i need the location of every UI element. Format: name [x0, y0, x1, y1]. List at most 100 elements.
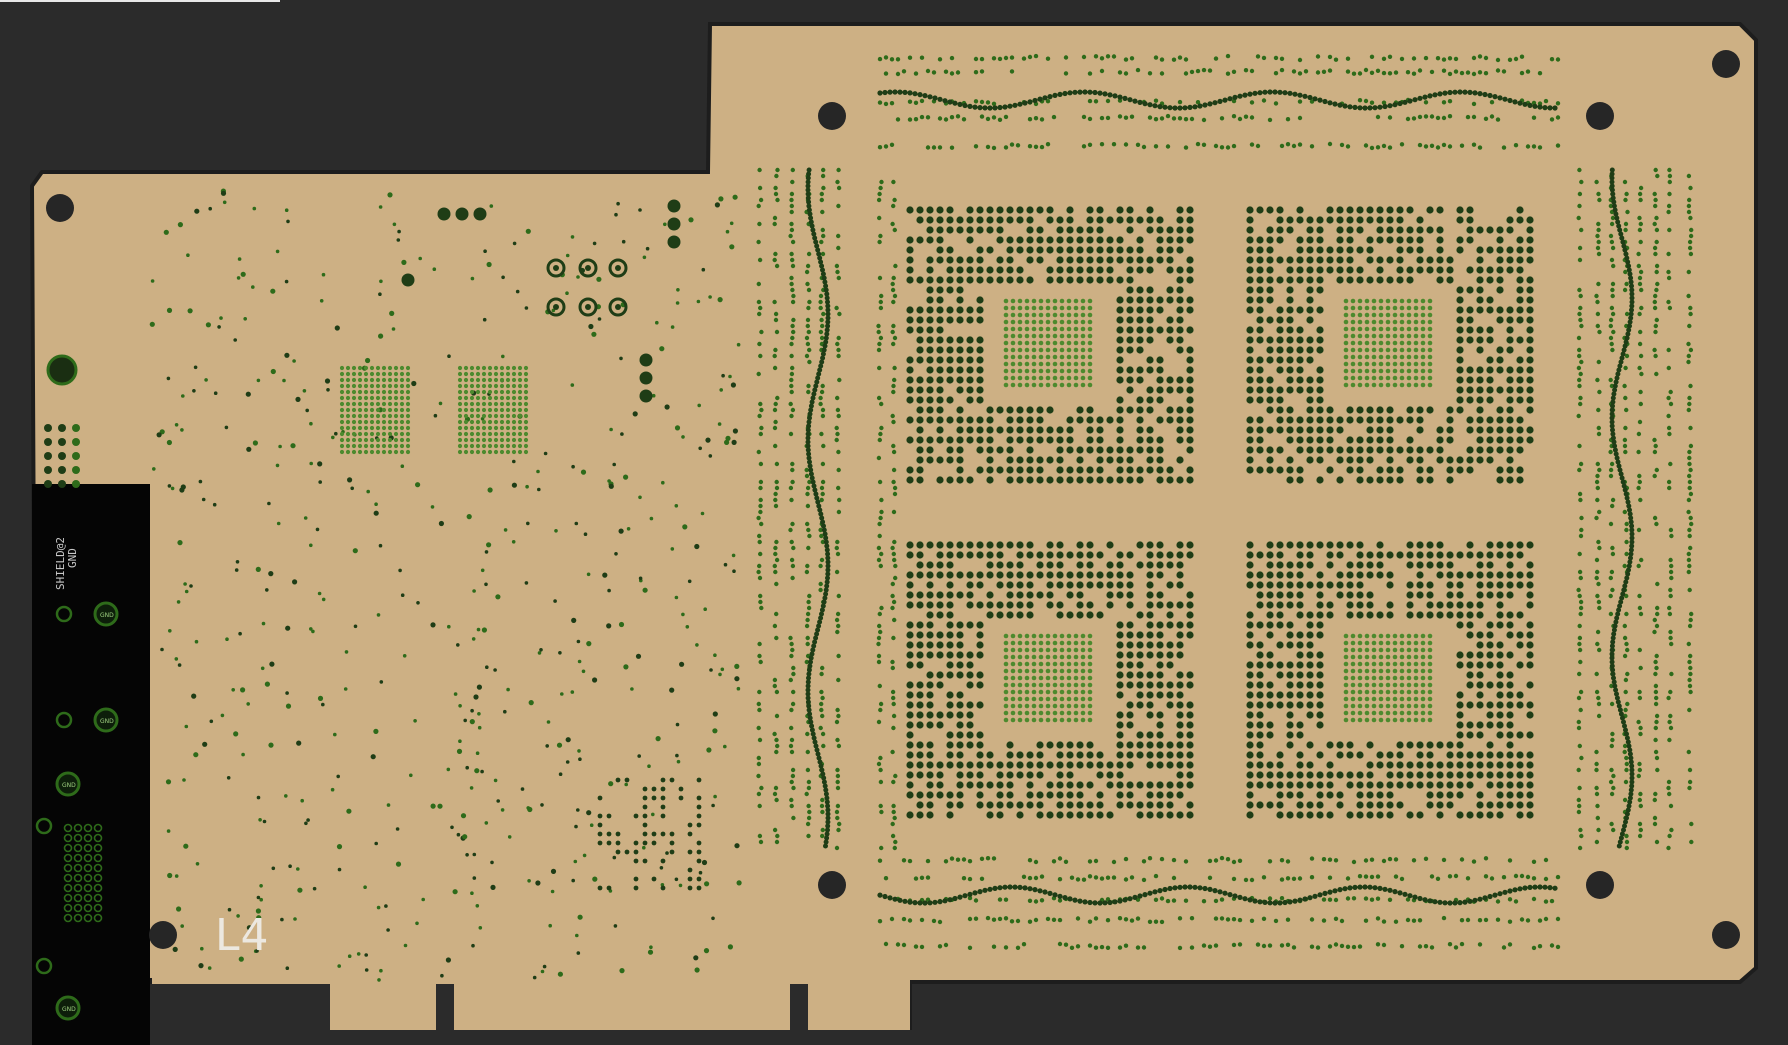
via-icon — [1654, 287, 1659, 293]
via-icon — [1496, 416, 1504, 424]
via-icon — [1387, 71, 1393, 76]
via-icon — [757, 311, 762, 317]
via-icon — [1176, 306, 1184, 314]
via-icon — [1624, 833, 1629, 839]
via-icon — [1136, 811, 1144, 819]
via-icon — [152, 467, 156, 471]
via-icon — [1201, 117, 1207, 123]
via-icon — [996, 761, 1004, 769]
via-icon — [295, 396, 301, 402]
via-icon — [976, 551, 984, 559]
via-icon — [1516, 551, 1524, 559]
via-icon — [1286, 711, 1294, 719]
via-icon — [570, 383, 575, 387]
via-icon — [183, 582, 187, 586]
via-icon — [1347, 104, 1353, 110]
via-icon — [1166, 466, 1174, 474]
via-icon — [1076, 741, 1084, 749]
via-icon — [1076, 811, 1084, 819]
bga-pad-icon — [1350, 305, 1356, 311]
via-icon — [1526, 356, 1534, 364]
via-icon — [1276, 276, 1284, 284]
via-icon — [1246, 206, 1254, 214]
via-icon — [1201, 142, 1207, 147]
via-icon — [772, 353, 777, 359]
via-icon — [1063, 55, 1069, 60]
via-icon — [642, 795, 648, 801]
via-icon — [386, 928, 390, 932]
via-icon — [956, 366, 964, 374]
via-icon — [243, 317, 247, 321]
via-icon — [825, 811, 831, 817]
via-icon — [906, 651, 914, 659]
via-icon — [1636, 527, 1642, 533]
via-icon — [1266, 256, 1274, 264]
via-icon — [1653, 689, 1659, 695]
via-icon — [1611, 263, 1616, 269]
via-icon — [1116, 621, 1124, 629]
via-icon — [1009, 69, 1015, 74]
via-icon — [1446, 801, 1454, 809]
via-icon — [1466, 426, 1474, 434]
via-icon — [966, 476, 974, 484]
via-icon — [1312, 96, 1318, 102]
via-icon — [1652, 797, 1658, 803]
via-icon — [823, 283, 829, 289]
via-icon — [901, 942, 907, 948]
via-icon — [1638, 725, 1643, 731]
via-icon — [1026, 446, 1034, 454]
via-icon — [977, 105, 983, 111]
via-icon — [1453, 69, 1459, 74]
via-icon — [1106, 541, 1114, 549]
via-icon — [589, 823, 594, 827]
via-icon — [1026, 476, 1034, 484]
bga-pad-icon — [1031, 298, 1037, 304]
bga-pad-icon — [1003, 305, 1009, 311]
via-icon — [1056, 266, 1064, 274]
via-icon — [1266, 266, 1274, 274]
via-icon — [790, 701, 796, 707]
via-icon — [1436, 801, 1444, 809]
via-icon — [619, 356, 623, 361]
via-icon — [1376, 436, 1384, 444]
via-icon — [1326, 791, 1334, 799]
bga-pad-icon — [1343, 305, 1349, 311]
via-icon — [966, 711, 974, 719]
via-icon — [317, 461, 323, 467]
via-icon — [1436, 611, 1444, 619]
via-icon — [789, 251, 794, 257]
via-icon — [1466, 376, 1474, 384]
via-icon — [1105, 918, 1111, 923]
via-icon — [772, 623, 778, 629]
via-icon — [1032, 97, 1038, 104]
via-icon — [1367, 884, 1373, 890]
via-icon — [484, 550, 489, 554]
via-icon — [925, 115, 931, 120]
via-icon — [1346, 466, 1354, 474]
via-icon — [1026, 571, 1034, 579]
via-icon — [1549, 898, 1555, 904]
via-icon — [1086, 206, 1094, 214]
via-icon — [1166, 376, 1174, 384]
via-icon — [416, 601, 420, 605]
via-icon — [906, 771, 914, 779]
via-icon — [1243, 877, 1249, 883]
bga-pad-icon — [1066, 375, 1072, 381]
via-icon — [946, 316, 954, 324]
via-icon — [758, 497, 763, 503]
via-icon — [660, 831, 666, 837]
via-icon — [1537, 104, 1543, 110]
via-icon — [638, 576, 643, 581]
via-icon — [526, 521, 530, 526]
via-icon — [1321, 897, 1327, 902]
via-icon — [1105, 945, 1111, 950]
via-icon — [1579, 515, 1584, 521]
via-icon — [1056, 456, 1064, 464]
via-icon — [1532, 103, 1538, 109]
via-icon — [1619, 831, 1625, 837]
via-icon — [1687, 683, 1693, 689]
via-icon — [836, 623, 841, 629]
via-icon — [1336, 236, 1344, 244]
